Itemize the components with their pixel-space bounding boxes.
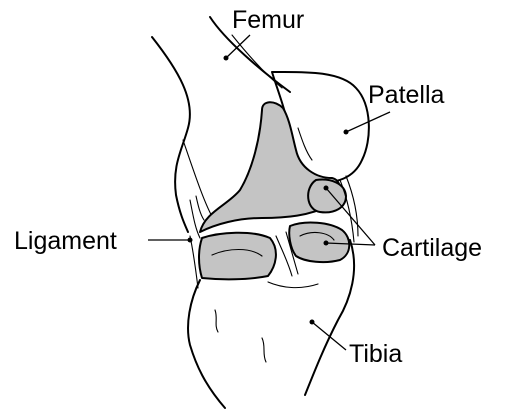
cartilage-leader-dot-1 <box>324 186 329 191</box>
label-cartilage: Cartilage <box>382 234 482 262</box>
ligament-lateral <box>190 236 198 288</box>
tibia-detail-2 <box>262 338 266 362</box>
patellar-cartilage <box>308 180 346 213</box>
tibia-top-line <box>268 282 318 288</box>
tibia-outline-right <box>305 240 354 395</box>
meniscus-left <box>199 233 276 280</box>
femur-leader <box>226 35 250 58</box>
label-femur: Femur <box>232 6 304 34</box>
tibia-outline-left <box>188 280 225 408</box>
label-ligament: Ligament <box>14 227 117 255</box>
meniscus-right <box>289 223 349 263</box>
femur-leader-dot <box>224 56 229 61</box>
tibia-leader <box>312 322 346 350</box>
tibia-detail-1 <box>215 310 218 332</box>
label-patella: Patella <box>368 81 445 109</box>
ligament-leader-dot <box>188 238 193 243</box>
patella-leader-dot <box>344 130 349 135</box>
tibia-leader-dot <box>310 320 315 325</box>
cartilage-leader-dot-2 <box>324 241 329 246</box>
ligament-lateral-2 <box>196 196 204 220</box>
femur-outline-left <box>152 37 190 232</box>
patella-detail <box>298 128 312 160</box>
label-tibia: Tibia <box>349 340 402 368</box>
